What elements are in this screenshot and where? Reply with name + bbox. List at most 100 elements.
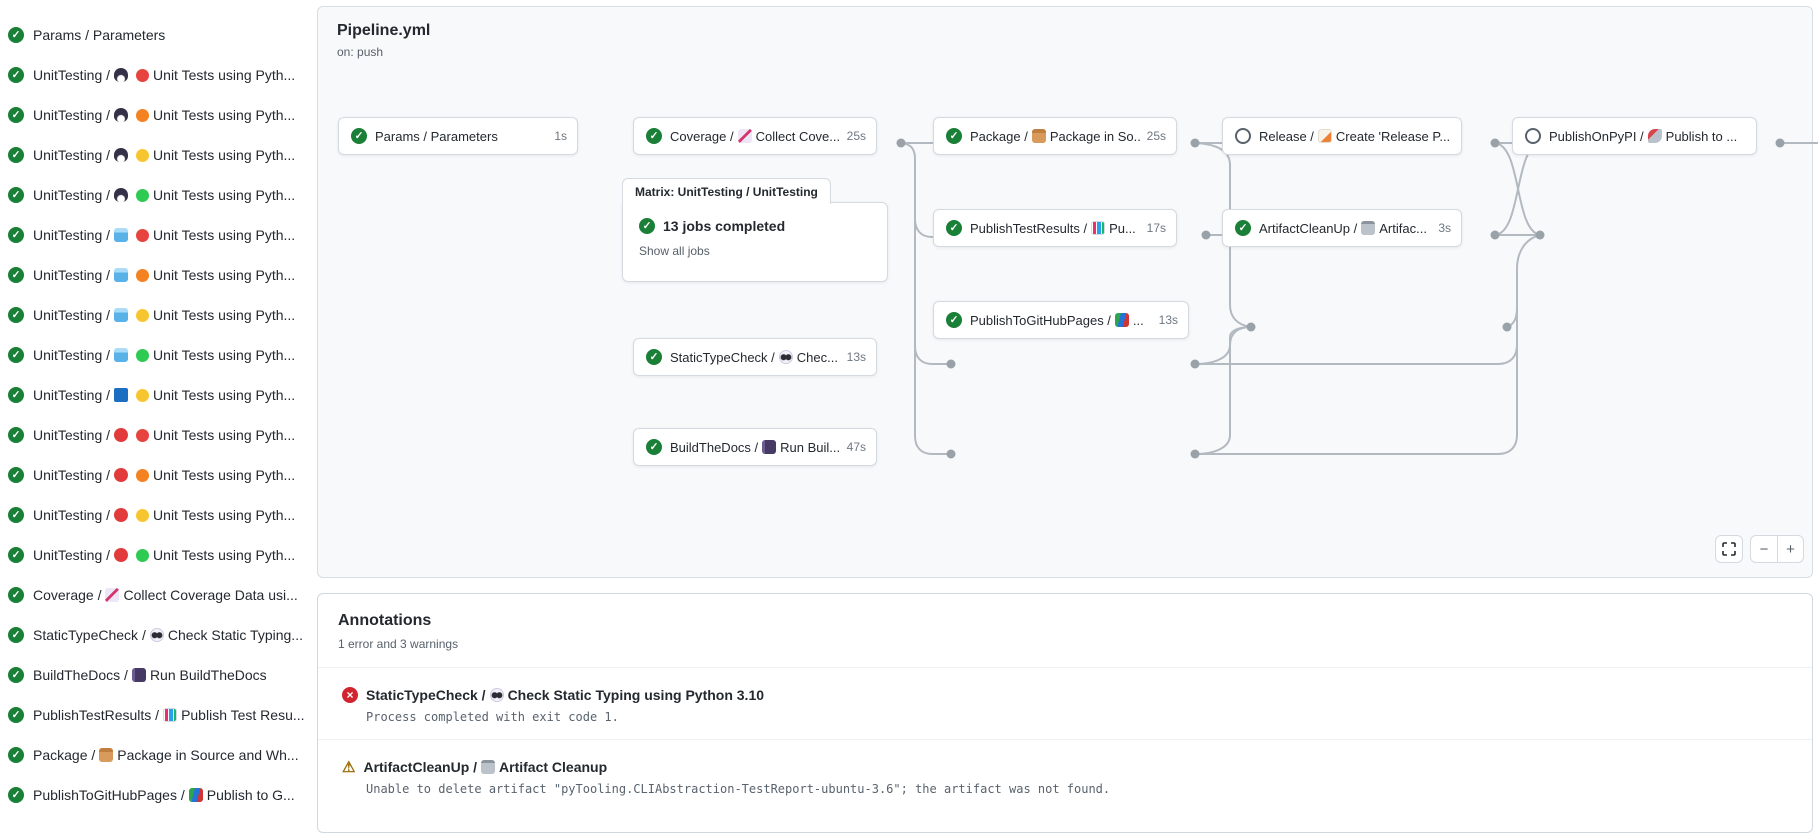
node-coverage[interactable]: ✓Coverage / Collect Cove...25s <box>633 117 877 155</box>
job-label: BuildTheDocs / Run Buil... <box>670 440 840 455</box>
job-label: BuildTheDocs / Run BuildTheDocs <box>33 667 267 683</box>
sidebar-job-item[interactable]: ✓UnitTesting / Unit Tests using Pyth... <box>0 455 304 495</box>
job-list-sidebar: ✓Params / Parameters ✓ UnitTesting / Unit … <box>0 15 304 815</box>
check-circle-icon: ✓ <box>8 667 24 683</box>
trash-icon <box>481 760 495 774</box>
dot-green-icon <box>136 549 149 562</box>
job-label: UnitTesting / Unit Tests using Pyth... <box>33 147 295 163</box>
job-label: ArtifactCleanUp / Artifac... <box>1259 221 1427 236</box>
job-label: StaticTypeCheck / Chec... <box>670 350 838 365</box>
package-icon <box>99 748 113 762</box>
job-label: UnitTesting / Unit Tests using Pyth... <box>33 427 295 443</box>
sidebar-job-item[interactable]: ✓UnitTesting / Unit Tests using Pyth... <box>0 335 304 375</box>
node-package[interactable]: ✓Package / Package in So...25s <box>933 117 1177 155</box>
node-publish-test-results[interactable]: ✓PublishTestResults / Pu...17s <box>933 209 1177 247</box>
duration: 1s <box>548 129 567 143</box>
check-circle-icon: ✓ <box>946 220 962 236</box>
matrix-summary: 13 jobs completed <box>663 218 785 234</box>
job-label: Package / Package in Source and Wh... <box>33 747 299 763</box>
job-label: PublishToGitHubPages / ... <box>970 313 1144 328</box>
apple-icon <box>114 508 128 522</box>
job-label: Release / Create 'Release P... <box>1259 129 1450 144</box>
trash-icon <box>1361 221 1375 235</box>
sidebar-job-item[interactable]: ✓ UnitTesting / Unit Tests using Pyth... <box>0 55 304 95</box>
penguin-icon <box>114 108 128 122</box>
penguin-icon <box>114 148 128 162</box>
annotations-subtitle: 1 error and 3 warnings <box>338 637 1792 651</box>
sidebar-job-item[interactable]: ✓PublishToGitHubPages / Publish to G... <box>0 775 304 815</box>
job-label: PublishTestResults / Publish Test Resu..… <box>33 707 304 723</box>
workflow-file-title: Pipeline.yml <box>337 22 430 40</box>
node-build-the-docs[interactable]: ✓BuildTheDocs / Run Buil...47s <box>633 428 877 466</box>
zoom-in-button[interactable]: + <box>1777 535 1804 563</box>
job-label: PublishToGitHubPages / Publish to G... <box>33 787 295 803</box>
sidebar-job-item[interactable]: ✓PublishTestResults / Publish Test Resu.… <box>0 695 304 735</box>
dot-green-icon <box>136 349 149 362</box>
sidebar-job-item[interactable]: ✓Coverage / Collect Coverage Data usi... <box>0 575 304 615</box>
dot-yellow-icon <box>136 509 149 522</box>
dot-red-icon <box>136 69 149 82</box>
sidebar-job-item[interactable]: ✓UnitTesting / Unit Tests using Pyth... <box>0 135 304 175</box>
check-circle-icon: ✓ <box>8 307 24 323</box>
annotations-header: Annotations 1 error and 3 warnings <box>318 594 1812 667</box>
check-circle-icon: ✓ <box>351 128 367 144</box>
ice-icon <box>114 228 128 242</box>
check-circle-icon: ✓ <box>8 267 24 283</box>
apple-icon <box>114 428 128 442</box>
node-release[interactable]: Release / Create 'Release P... <box>1222 117 1462 155</box>
check-circle-icon: ✓ <box>8 507 24 523</box>
duration: 13s <box>841 350 866 364</box>
matrix-summary-box[interactable]: ✓ 13 jobs completed Show all jobs <box>622 202 888 282</box>
dot-orange-icon <box>136 469 149 482</box>
sidebar-job-item[interactable]: ✓Params / Parameters <box>0 15 304 55</box>
check-circle-icon: ✓ <box>8 67 24 83</box>
check-circle-icon: ✓ <box>8 107 24 123</box>
sidebar-job-item[interactable]: ✓ UnitTesting / Unit Tests using Pyth... <box>0 375 304 415</box>
sidebar-job-item[interactable]: ✓UnitTesting / Unit Tests using Pyth... <box>0 295 304 335</box>
sidebar-job-item[interactable]: ✓ UnitTesting / Unit Tests using Pyth... <box>0 255 304 295</box>
memo-icon <box>1318 129 1332 143</box>
annotation-detail: Process completed with exit code 1. <box>366 710 1812 724</box>
node-publish-on-pypi[interactable]: PublishOnPyPI / Publish to ... <box>1512 117 1757 155</box>
sidebar-job-item[interactable]: ✓UnitTesting / Unit Tests using Pyth... <box>0 415 304 455</box>
sidebar-job-item[interactable]: ✓ Package / Package in Source and Wh... <box>0 735 304 775</box>
fullscreen-button[interactable] <box>1715 535 1743 563</box>
sidebar-job-item[interactable]: ✓UnitTesting / Unit Tests using Pyth... <box>0 215 304 255</box>
check-circle-icon: ✓ <box>8 387 24 403</box>
zoom-controls: − + <box>1750 535 1804 563</box>
annotation-row-error: × StaticTypeCheck / Check Static Typing … <box>318 667 1812 739</box>
ice-icon <box>114 268 128 282</box>
job-label: UnitTesting / Unit Tests using Pyth... <box>33 387 295 403</box>
job-label: PublishTestResults / Pu... <box>970 221 1136 236</box>
sidebar-job-item[interactable]: ✓ UnitTesting / Unit Tests using Pyth... <box>0 495 304 535</box>
sidebar-job-item[interactable]: ✓ UnitTesting / Unit Tests using Pyth... <box>0 95 304 135</box>
node-artifact-cleanup[interactable]: ✓ArtifactCleanUp / Artifac...3s <box>1222 209 1462 247</box>
check-circle-icon: ✓ <box>646 439 662 455</box>
apple-icon <box>114 468 128 482</box>
job-label: UnitTesting / Unit Tests using Pyth... <box>33 187 295 203</box>
dot-red-icon <box>136 429 149 442</box>
zoom-out-button[interactable]: − <box>1750 535 1777 563</box>
duration: 3s <box>1432 221 1451 235</box>
job-label: UnitTesting / Unit Tests using Pyth... <box>33 107 295 123</box>
book-icon <box>762 440 776 454</box>
check-circle-icon: ✓ <box>646 349 662 365</box>
dot-orange-icon <box>136 109 149 122</box>
sidebar-job-item[interactable]: ✓ BuildTheDocs / Run BuildTheDocs <box>0 655 304 695</box>
job-label: UnitTesting / Unit Tests using Pyth... <box>33 267 295 283</box>
barchart-icon <box>163 708 177 722</box>
check-circle-icon: ✓ <box>8 747 24 763</box>
sidebar-job-item[interactable]: ✓UnitTesting / Unit Tests using Pyth... <box>0 175 304 215</box>
dot-yellow-icon <box>136 389 149 402</box>
node-static-type-check[interactable]: ✓ StaticTypeCheck / Chec...13s <box>633 338 877 376</box>
workflow-trigger: on: push <box>337 45 383 59</box>
job-label: UnitTesting / Unit Tests using Pyth... <box>33 67 295 83</box>
sidebar-job-item[interactable]: ✓StaticTypeCheck / Check Static Typing..… <box>0 615 304 655</box>
show-all-jobs-link[interactable]: Show all jobs <box>639 244 710 258</box>
sidebar-job-item[interactable]: ✓UnitTesting / Unit Tests using Pyth... <box>0 535 304 575</box>
job-label: UnitTesting / Unit Tests using Pyth... <box>33 507 295 523</box>
check-circle-icon: ✓ <box>646 128 662 144</box>
node-publish-to-github-pages[interactable]: ✓PublishToGitHubPages / ...13s <box>933 301 1189 339</box>
dot-yellow-icon <box>136 149 149 162</box>
